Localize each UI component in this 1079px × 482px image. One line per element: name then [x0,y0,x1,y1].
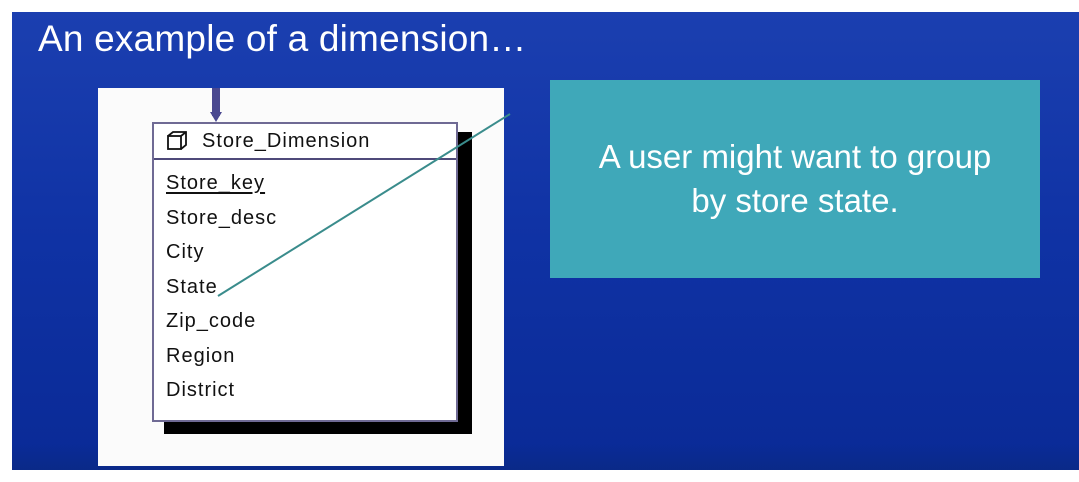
entity-box: Store_Dimension Store_key Store_desc Cit… [152,122,458,422]
attribute-store-desc: Store_desc [166,206,278,229]
callout-text: A user might want to group by store stat… [598,138,992,219]
attribute-store-key: Store_key [166,172,266,194]
callout-box: A user might want to group by store stat… [550,80,1040,278]
slide-title: An example of a dimension… [38,18,527,59]
attribute-state: State [166,275,218,298]
slide: An example of a dimension… Store_Dimensi… [12,12,1079,470]
attribute-city: City [166,241,205,263]
entity-name: Store_Dimension [202,129,371,152]
diagram-panel: Store_Dimension Store_key Store_desc Cit… [98,88,504,466]
attribute-list: Store_key Store_desc City State Zip_code… [154,160,456,408]
attribute-region: Region [166,344,236,367]
attribute-zip-code: Zip_code [166,310,257,332]
table-icon [167,131,187,150]
entity-header: Store_Dimension [154,124,456,160]
relationship-connector-tip [210,112,222,122]
relationship-connector [212,88,220,116]
attribute-district: District [166,379,236,401]
